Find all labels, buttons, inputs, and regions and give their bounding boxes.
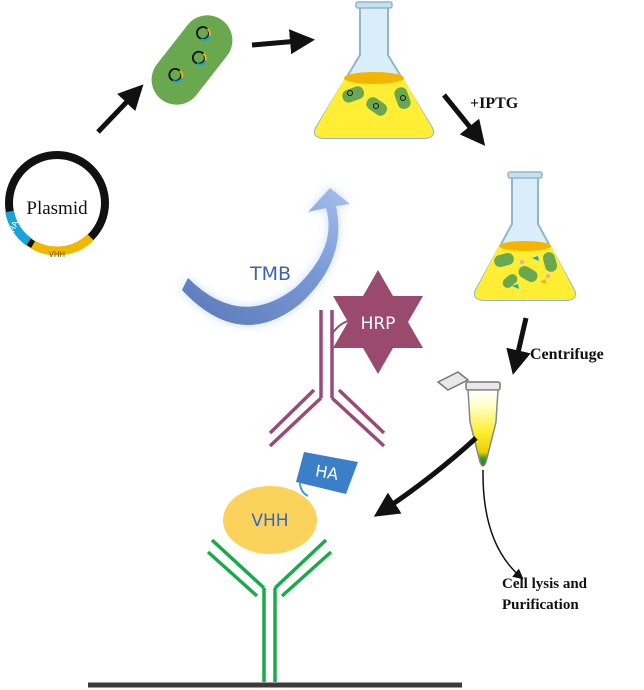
arrow-flask-to-flask [442, 93, 486, 146]
vhh-label: VHH [251, 511, 288, 531]
microtube-icon [436, 371, 501, 467]
flask-icon [473, 171, 577, 301]
tmb-arrow-icon [182, 188, 350, 325]
ha-tag-label: HA [314, 461, 340, 484]
iptg-label: +IPTG [470, 95, 519, 112]
hrp-star-icon [333, 270, 423, 374]
bacterium-icon [151, 15, 233, 105]
arrow-bacterium-to-flask [251, 29, 315, 55]
vhh-ellipse [223, 486, 317, 554]
arrow-tube-to-lysis [482, 469, 524, 580]
cell-lysis-label: Cell lysis and [502, 576, 588, 592]
bacterium-plasmid-icon [168, 67, 184, 83]
arrow-flask-to-tube [506, 317, 531, 375]
plasmid-ha-label: HA [8, 219, 21, 234]
centrifuge-label: Centrifuge [530, 346, 604, 363]
purification-label: Purification [502, 597, 579, 613]
antibody-icon [268, 310, 386, 448]
antibody-icon [206, 538, 333, 682]
arrow-tube-to-vhh [373, 436, 478, 517]
plasmid-icon: Plasmid HA VHH [5, 151, 109, 259]
hrp-label: HRP [361, 314, 396, 334]
bacterium-icon [494, 252, 558, 289]
plasmid-vhh-label: VHH [49, 250, 65, 259]
bacterium-plasmid-icon [191, 50, 207, 66]
tmb-label: TMB [249, 263, 291, 285]
ha-tag-icon [296, 452, 358, 494]
ha-linker [299, 481, 309, 497]
bacterium-plasmid-icon [196, 26, 211, 41]
bacterium-icon [342, 86, 411, 116]
arrow-plasmid-to-bacterium [96, 84, 144, 134]
flask-icon [313, 1, 435, 139]
plasmid-label: Plasmid [26, 198, 88, 219]
